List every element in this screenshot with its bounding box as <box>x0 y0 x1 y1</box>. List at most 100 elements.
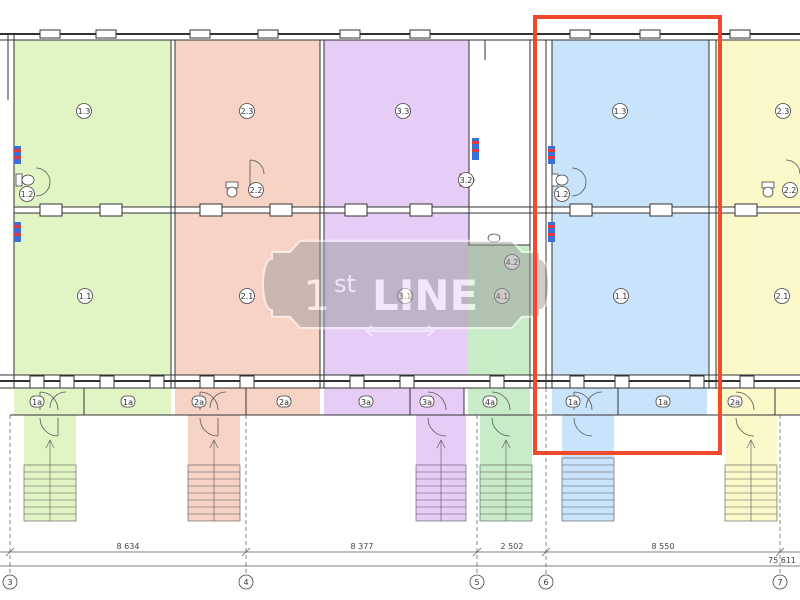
room-label-text: 3.3 <box>397 107 410 116</box>
vestibule-label-text: 2a <box>194 398 204 407</box>
vestibule-label[interactable]: 4a <box>482 395 498 408</box>
vestibule-label[interactable]: 1a <box>120 395 136 408</box>
vestibule-label[interactable]: 3a <box>358 395 374 408</box>
vestibule-lavender[interactable] <box>324 388 464 415</box>
axis-marker-text: 3 <box>7 578 12 587</box>
dimension-line <box>0 388 800 575</box>
vestibule-labels: 1a 1a 2a 2a 3a 3a 4a 1a 1a 2a <box>29 395 743 408</box>
watermark-word: LINE <box>372 271 478 320</box>
axis-marker-text: 7 <box>777 578 782 587</box>
dimension-labels: 8 634 8 377 2 502 8 550 75 611 <box>117 542 796 565</box>
axis-marker-3: 3 <box>2 574 18 590</box>
axis-marker-text: 6 <box>543 578 548 587</box>
unit-blue-upper[interactable] <box>552 40 709 207</box>
vestibule-label-text: 2a <box>730 398 740 407</box>
room-label-y21[interactable]: 2.1 <box>774 288 790 304</box>
vestibule-label[interactable]: 3a <box>419 395 435 408</box>
room-label-text: 1.1 <box>79 292 92 301</box>
axis-markers: 3 4 5 6 7 <box>2 574 788 590</box>
vestibule-label-text: 1a <box>123 398 133 407</box>
stair-treads <box>23 439 778 522</box>
unit-blue-lower[interactable] <box>552 213 709 375</box>
dimension-text: 8 634 <box>117 542 140 551</box>
room-label-s21[interactable]: 2.1 <box>239 288 255 304</box>
room-label-text: 2.1 <box>241 292 254 301</box>
room-label-l32[interactable]: 3.2 <box>458 172 474 188</box>
stair-treads-yellow <box>724 439 778 522</box>
stair-blue[interactable] <box>562 415 614 521</box>
vestibule-label-text: 1a <box>658 398 668 407</box>
stair-treads-salmon <box>187 439 241 522</box>
vestibule-label-text: 4a <box>485 398 495 407</box>
unit-green-upper[interactable] <box>14 40 171 207</box>
axis-marker-5: 5 <box>469 574 485 590</box>
radiator-icon <box>548 222 555 242</box>
toilet-icon <box>225 181 239 198</box>
axis-marker-7: 7 <box>772 574 788 590</box>
axis-marker-4: 4 <box>238 574 254 590</box>
toilet-icon <box>551 173 569 187</box>
room-label-s23[interactable]: 2.3 <box>239 103 255 119</box>
watermark-number: 1 <box>303 271 330 320</box>
watermark-suffix: st <box>334 270 356 298</box>
room-label-s22[interactable]: 2.2 <box>248 182 264 198</box>
stair-treads-blue <box>561 457 615 522</box>
room-label-text: 2.1 <box>776 292 789 301</box>
room-label-text: 1.3 <box>614 107 627 116</box>
room-label-text: 2.3 <box>777 107 790 116</box>
radiator-icon <box>14 146 21 164</box>
vestibule-label-text: 1a <box>32 398 42 407</box>
walls <box>0 29 800 416</box>
axis-marker-6: 6 <box>538 574 554 590</box>
dimension-text: 8 550 <box>652 542 675 551</box>
room-label-text: 2.2 <box>250 186 263 195</box>
room-label-l33[interactable]: 3.3 <box>395 103 411 119</box>
dimension-text: 2 502 <box>501 542 524 551</box>
vestibule-label[interactable]: 1a <box>655 395 671 408</box>
vestibule-mint[interactable] <box>468 388 530 415</box>
room-label-text: 3.2 <box>460 176 473 185</box>
vestibule-label[interactable]: 1a <box>565 395 581 408</box>
vestibule-label-text: 3a <box>361 398 371 407</box>
unit-lavender-upper[interactable] <box>324 40 469 207</box>
watermark-logo: 1 st LINE <box>262 239 550 337</box>
room-label-text: 1.3 <box>78 107 91 116</box>
room-label-g12[interactable]: 1.2 <box>19 186 35 202</box>
double-arrow-icon <box>364 325 436 337</box>
toilet-icon <box>761 181 775 198</box>
room-label-text: 2.3 <box>241 107 254 116</box>
room-label-g13[interactable]: 1.3 <box>76 103 92 119</box>
unit-salmon-upper[interactable] <box>175 40 320 207</box>
vestibule-label[interactable]: 2a <box>191 395 207 408</box>
room-label-y23[interactable]: 2.3 <box>775 103 791 119</box>
room-label-text: 2.2 <box>784 186 797 195</box>
radiator-icon <box>14 222 21 242</box>
dimension-text: 75 611 <box>768 556 796 565</box>
vestibule-label[interactable]: 2a <box>276 395 292 408</box>
room-label-text: 1.1 <box>615 292 628 301</box>
highlight-frame[interactable] <box>533 15 722 455</box>
unit-yellow-upper[interactable] <box>716 40 800 207</box>
room-label-text: 1.2 <box>556 190 569 199</box>
room-label-b13[interactable]: 1.3 <box>612 103 628 119</box>
room-label-text: 1.2 <box>21 190 34 199</box>
vestibule-label[interactable]: 2a <box>727 395 743 408</box>
room-label-b11[interactable]: 1.1 <box>613 288 629 304</box>
stair-treads-lavender <box>415 439 467 522</box>
radiator-icons <box>14 138 555 242</box>
room-label-g11[interactable]: 1.1 <box>77 288 93 304</box>
room-label-y22[interactable]: 2.2 <box>782 182 798 198</box>
room-label-b12[interactable]: 1.2 <box>554 186 570 202</box>
axis-marker-text: 5 <box>474 578 479 587</box>
stair-treads-green <box>23 439 77 522</box>
radiator-icon <box>548 146 555 164</box>
radiator-icon <box>472 138 479 160</box>
vestibule-label[interactable]: 1a <box>29 395 45 408</box>
axis-marker-text: 4 <box>243 578 248 587</box>
toilet-icon <box>15 173 35 187</box>
stair-treads-mint <box>479 439 533 522</box>
dimension-text: 8 377 <box>351 542 374 551</box>
vestibule-label-text: 3a <box>422 398 432 407</box>
vestibule-label-text: 1a <box>568 398 578 407</box>
